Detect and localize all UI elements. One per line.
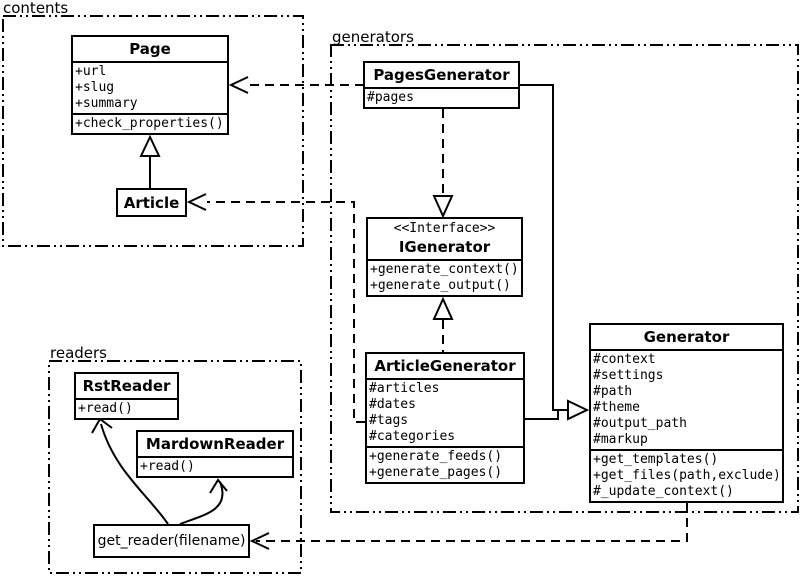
class-pagesgenerator: PagesGenerator #pages [363, 61, 520, 109]
realization-arrowhead [432, 195, 454, 219]
open-arrowhead [209, 478, 228, 494]
class-mardownreader-name: MardownReader [145, 435, 285, 453]
interface-stereotype: <<Interface>> [393, 221, 496, 236]
package-generators-border [330, 44, 799, 513]
package-generators-label: generators [332, 28, 414, 46]
method: +read() [140, 459, 195, 474]
class-rstreader-methods: +read() [76, 398, 177, 418]
attribute: #output_path [593, 416, 687, 431]
class-page-attributes: +url +slug +summary [73, 61, 227, 113]
attribute: #pages [367, 90, 414, 105]
package-contents-border [2, 15, 304, 247]
function-get-reader-label: get_reader(filename) [97, 533, 246, 549]
getreader-mardownreader-arrow-line [179, 481, 224, 525]
method: +generate_output() [370, 278, 511, 293]
attribute: #context [593, 352, 656, 367]
class-mardownreader-methods: +read() [138, 456, 292, 476]
pagesgenerator-generator-inheritance-line [520, 84, 567, 411]
dependency-arrowhead [249, 532, 270, 550]
class-rstreader-name: RstReader [82, 377, 171, 395]
class-mardownreader: MardownReader +read() [136, 430, 294, 478]
attribute: #categories [369, 429, 456, 444]
class-igenerator-methods: +generate_context() +generate_output() [368, 259, 521, 295]
method: +check_properties() [75, 116, 224, 131]
attribute: #articles [369, 381, 440, 396]
method: +get_templates() [593, 452, 719, 467]
function-get-reader: get_reader(filename) [93, 524, 250, 558]
attribute: +url [75, 64, 107, 79]
class-page: Page +url +slug +summary +check_properti… [71, 35, 229, 135]
articlegenerator-generator-inheritance-line [525, 410, 559, 420]
package-contents-label: contents [3, 0, 69, 17]
class-pagesgenerator-name: PagesGenerator [373, 66, 510, 84]
class-articlegenerator: ArticleGenerator #articles #dates #tags … [365, 352, 525, 484]
class-igenerator: <<Interface>> IGenerator +generate_conte… [366, 217, 523, 297]
class-articlegenerator-attributes: #articles #dates #tags #categories [367, 378, 523, 446]
class-article: Article [116, 188, 187, 217]
generator-getreader-dependency-line [256, 503, 688, 542]
class-pagesgenerator-attributes: #pages [365, 87, 518, 107]
method: +get_files(path,exclude) [593, 468, 781, 483]
method: +read() [78, 401, 133, 416]
realization-arrowhead [432, 296, 454, 320]
package-readers-border [48, 360, 302, 574]
method: +generate_pages() [369, 465, 503, 480]
class-generator: Generator #context #settings #path #them… [589, 323, 784, 503]
method: +generate_feeds() [369, 449, 503, 464]
class-igenerator-name: IGenerator [398, 238, 491, 256]
method: +generate_context() [370, 262, 519, 277]
package-readers-label: readers [50, 344, 107, 362]
attribute: #tags [369, 413, 409, 428]
class-article-name: Article [123, 193, 180, 212]
method: #_update_context() [593, 484, 734, 499]
dependency-arrowhead [186, 193, 207, 211]
class-generator-name: Generator [643, 328, 730, 346]
getreader-rstreader-arrow-line [100, 423, 169, 525]
class-page-name: Page [129, 40, 171, 58]
class-articlegenerator-methods: +generate_feeds() +generate_pages() [367, 446, 523, 482]
attribute: #dates [369, 397, 416, 412]
attribute: #markup [593, 432, 648, 447]
inheritance-arrowhead [567, 399, 590, 421]
class-generator-attributes: #context #settings #path #theme #output_… [591, 349, 782, 449]
class-page-methods: +check_properties() [73, 113, 227, 133]
attribute: +summary [75, 96, 138, 111]
class-generator-methods: +get_templates() +get_files(path,exclude… [591, 449, 782, 501]
attribute: #path [593, 384, 633, 399]
class-rstreader: RstReader +read() [74, 372, 179, 420]
attribute: +slug [75, 80, 115, 95]
articlegenerator-article-dependency-line [207, 201, 365, 423]
class-igenerator-header: <<Interface>> IGenerator [368, 219, 521, 259]
attribute: #settings [593, 368, 664, 383]
attribute: #theme [593, 400, 640, 415]
inheritance-arrowhead [139, 134, 161, 157]
dependency-arrowhead [228, 76, 249, 94]
class-articlegenerator-name: ArticleGenerator [374, 357, 516, 375]
